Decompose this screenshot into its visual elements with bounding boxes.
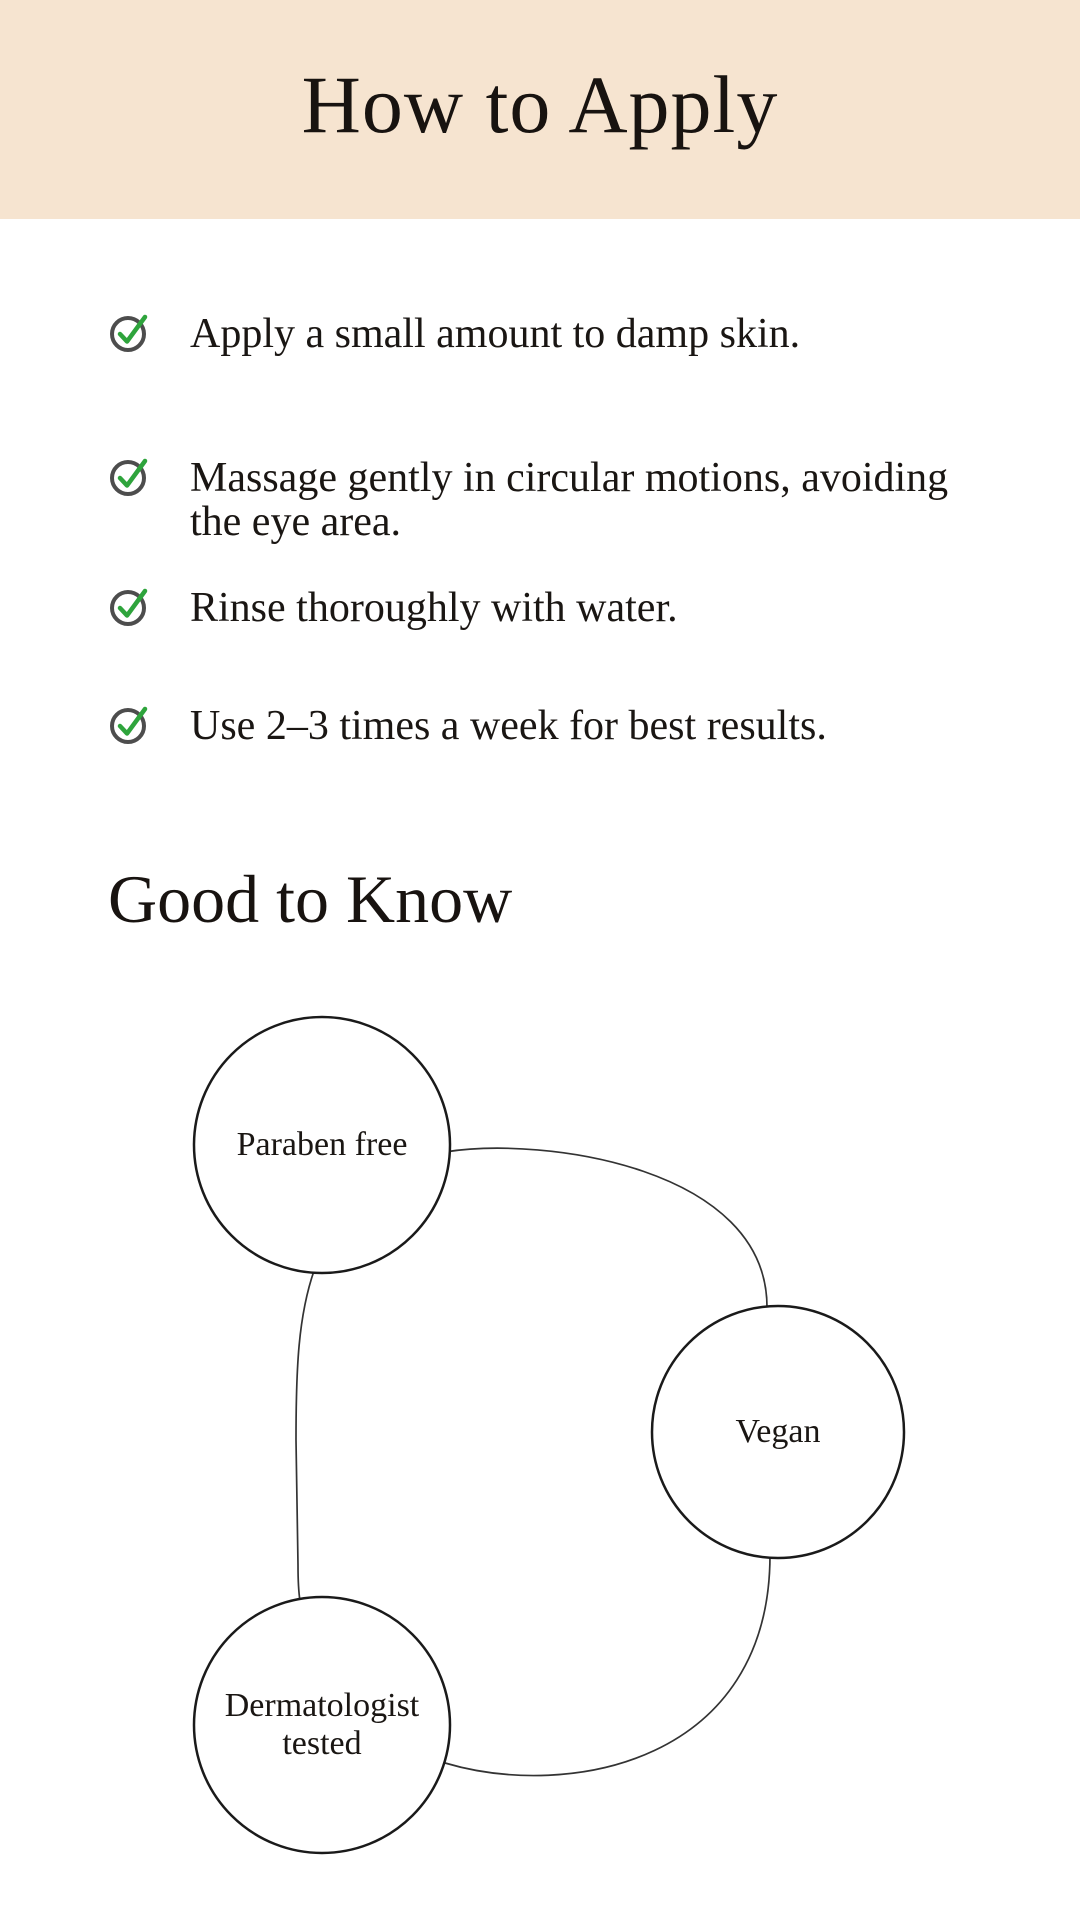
badge-circle-derm <box>192 1595 452 1855</box>
step-text: Use 2–3 times a week for best results. <box>190 703 827 749</box>
page-title: How to Apply <box>301 58 779 150</box>
apply-step-row: Rinse thoroughly with water. <box>108 586 1028 630</box>
connector-line <box>444 1147 768 1308</box>
check-circle-icon <box>108 310 152 354</box>
good-to-know-diagram: Paraben free Vegan Dermatologist tested <box>0 1000 1080 1880</box>
badge-label-vegan: Vegan <box>735 1412 821 1450</box>
check-circle-icon <box>108 454 152 498</box>
badge-label-paraben-free: Paraben free <box>236 1125 408 1163</box>
apply-step-row: Apply a small amount to damp skin. <box>108 312 1028 356</box>
step-text: Rinse thoroughly with water. <box>190 585 678 631</box>
badge-label-dermatologist-tested: Dermatologist tested <box>224 1686 420 1762</box>
badge-circle-paraben <box>192 1015 452 1275</box>
check-circle-icon <box>108 702 152 746</box>
good-to-know-heading: Good to Know <box>108 861 513 937</box>
how-to-apply-header: How to Apply <box>0 0 1080 219</box>
connector-line <box>295 1267 316 1602</box>
step-text: Massage gently in circular motions, avoi… <box>190 455 949 545</box>
badge-circle-vegan <box>650 1304 906 1560</box>
check-circle-icon <box>108 584 152 628</box>
step-text: Apply a small amount to damp skin. <box>190 311 801 357</box>
apply-step-row: Use 2–3 times a week for best results. <box>108 704 1028 748</box>
connector-line <box>444 1554 771 1777</box>
apply-step-row: Massage gently in circular motions, avoi… <box>108 456 1028 544</box>
